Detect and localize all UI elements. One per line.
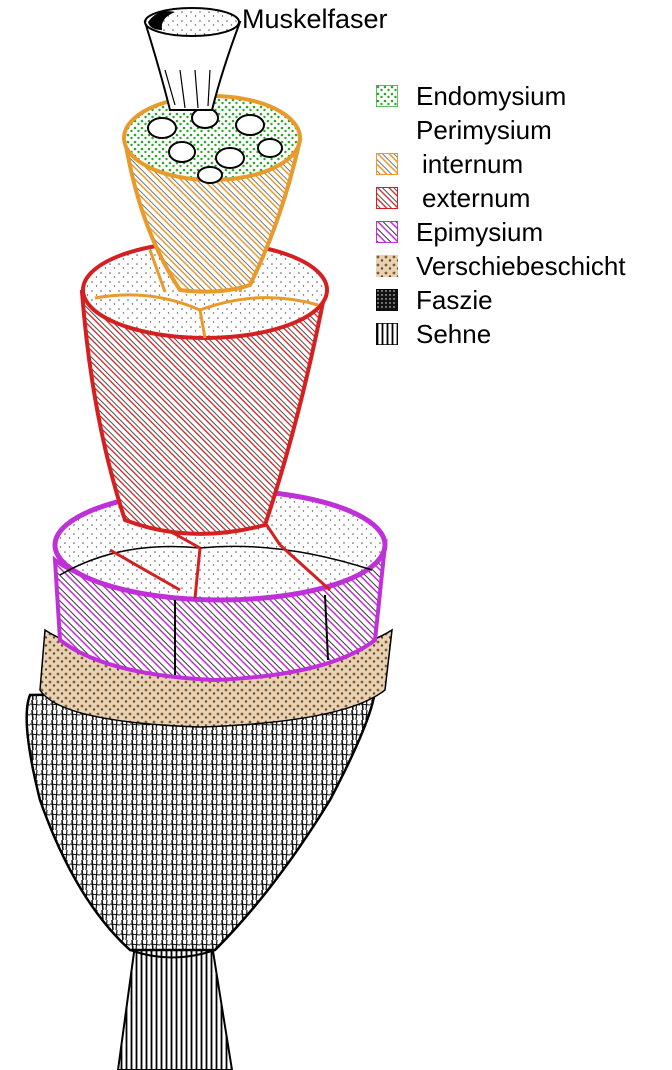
legend-label: Perimysium [416, 114, 552, 146]
legend-item-internum: internum [372, 148, 668, 182]
internum-swatch-icon [376, 153, 398, 175]
epimysium-swatch-icon [376, 221, 398, 243]
sehne-swatch-icon [376, 323, 398, 345]
fascia-cone [27, 690, 375, 958]
legend-label: Sehne [416, 318, 491, 350]
legend-item-externum: externum [372, 182, 668, 216]
faszie-swatch-icon [376, 289, 398, 311]
legend-label: Verschiebeschicht [416, 250, 626, 282]
legend-label: Endomysium [416, 80, 566, 112]
legend-label: Epimysium [416, 216, 543, 248]
legend-item-sehne: Sehne [372, 318, 668, 352]
legend-item-faszie: Faszie [372, 284, 668, 318]
legend-label: externum [422, 182, 530, 214]
legend-label: internum [422, 148, 523, 180]
legend-label: Faszie [416, 284, 493, 316]
legend-item-perimysium: Perimysium [372, 114, 668, 148]
externum-swatch-icon [376, 187, 398, 209]
tendon [118, 945, 232, 1070]
legend-item-epimysium: Epimysium [372, 216, 668, 250]
verschiebeschicht-swatch-icon [376, 255, 398, 277]
muscle-fiber-label: Muskelfaser [242, 4, 388, 35]
legend-item-verschiebeschicht: Verschiebeschicht [372, 250, 668, 284]
legend-item-endomysium: Endomysium [372, 80, 668, 114]
legend: Endomysium Perimysium internum externum … [372, 80, 668, 352]
endomysium-swatch-icon [376, 85, 398, 107]
